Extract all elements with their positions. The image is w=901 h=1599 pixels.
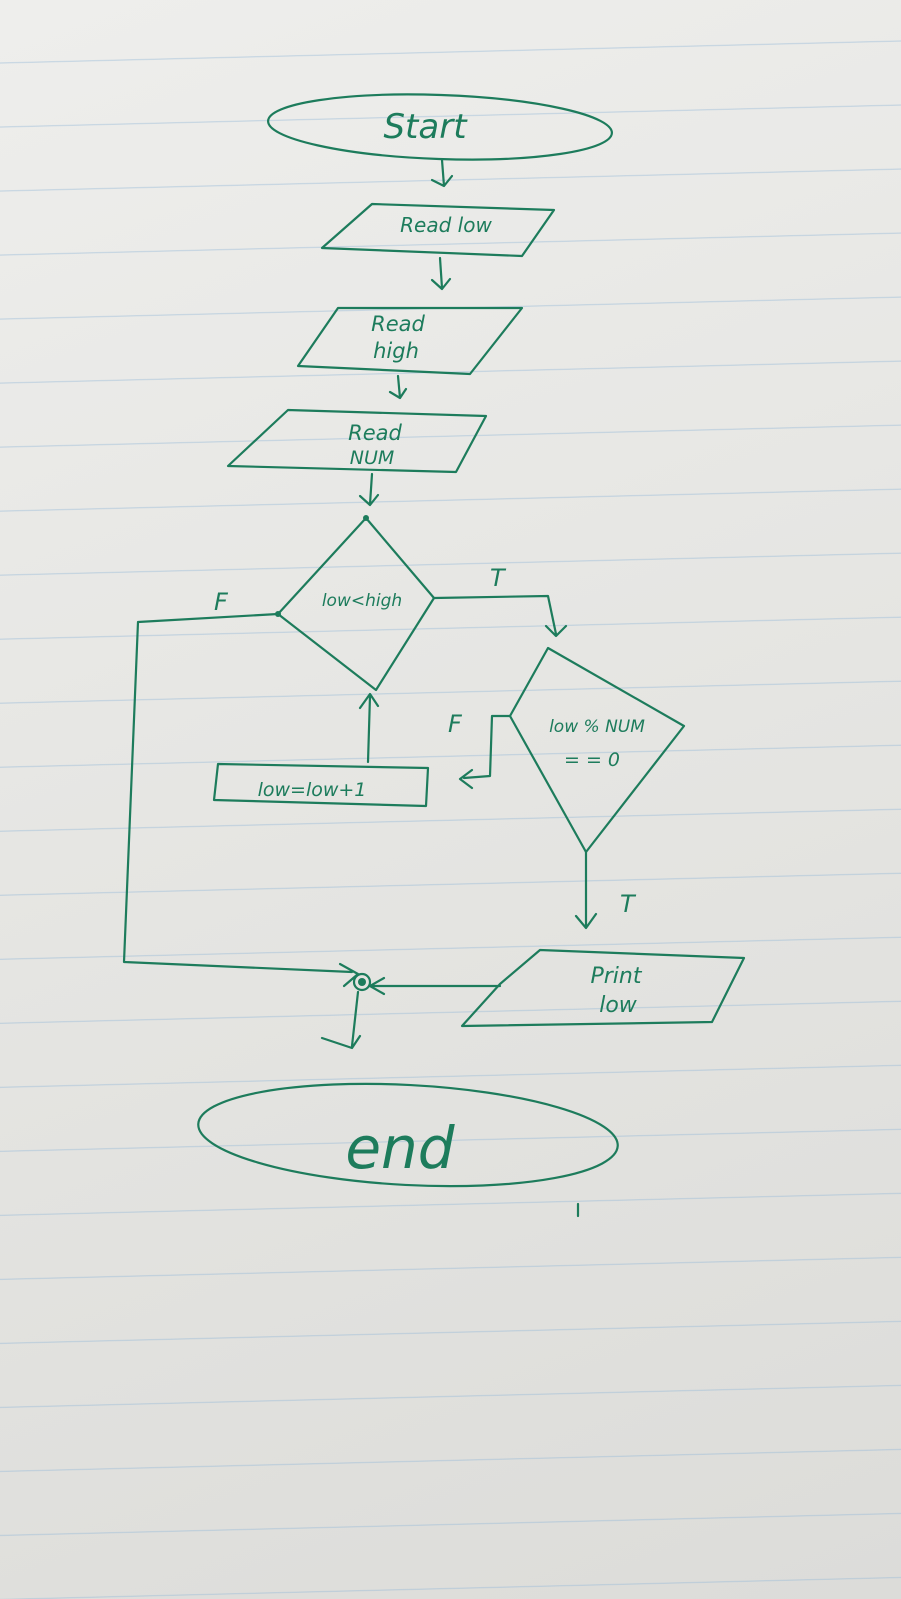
- edge-low-high-false: [122, 612, 354, 974]
- end-ellipse: [197, 1082, 619, 1188]
- low-high-true-label: T: [490, 564, 507, 592]
- start-node: Start: [267, 93, 613, 161]
- increment-box: [212, 762, 430, 808]
- mod-false-label: F: [448, 710, 463, 738]
- decision-mod-node: low % NUM = = 0: [508, 646, 686, 854]
- read-high-parallelogram: [296, 306, 524, 376]
- print-label-line1: Print: [591, 964, 643, 989]
- arrow-read-num-to-decision: [358, 472, 380, 507]
- join-node-dot: [358, 978, 366, 986]
- decision-top-dot: [363, 515, 369, 521]
- edge-low-high-true: [432, 594, 568, 638]
- increment-node: low=low+1: [212, 762, 430, 808]
- edge-mod-false: [458, 714, 512, 790]
- start-label: Start: [383, 107, 468, 147]
- edge-mod-true: [574, 850, 598, 930]
- edge-print-to-join: [368, 976, 502, 996]
- read-high-label-line2: high: [373, 339, 419, 363]
- arrow-read-high-to-read-num: [388, 374, 408, 400]
- read-num-label-line2: NUM: [350, 447, 395, 469]
- print-label-line2: low: [599, 993, 638, 1018]
- read-num-label-line1: Read: [348, 421, 402, 445]
- read-high-label-line1: Read: [371, 312, 425, 336]
- print-parallelogram: [460, 948, 746, 1028]
- end-label: end: [345, 1114, 455, 1182]
- low-high-false-label: F: [214, 588, 229, 616]
- decision-mod-label-line1: low % NUM: [549, 717, 645, 737]
- arrow-start-to-read-low: [430, 158, 454, 188]
- read-low-label: Read low: [400, 213, 492, 237]
- read-low-parallelogram: [320, 202, 556, 258]
- read-low-node: Read low: [320, 202, 556, 258]
- increment-label: low=low+1: [258, 779, 367, 801]
- end-node: end: [197, 1082, 619, 1188]
- read-num-parallelogram: [226, 408, 488, 474]
- arrow-increment-to-decision: [358, 692, 380, 764]
- start-ellipse: [267, 93, 613, 161]
- read-high-node: Read high: [296, 306, 524, 376]
- decision-mod-label-line2: = = 0: [564, 749, 620, 771]
- decision-low-high-node: low<high: [275, 515, 436, 692]
- arrowhead-false-to-join: [338, 962, 360, 988]
- join-node: [352, 972, 372, 992]
- read-num-node: Read NUM: [226, 408, 488, 474]
- decision-low-high-diamond: [276, 516, 436, 692]
- arrow-read-low-to-read-high: [430, 256, 452, 291]
- mod-true-label: T: [620, 890, 637, 918]
- edge-join-to-end: [320, 990, 362, 1050]
- print-node: Print low: [460, 948, 746, 1028]
- decision-low-high-label: low<high: [322, 591, 402, 611]
